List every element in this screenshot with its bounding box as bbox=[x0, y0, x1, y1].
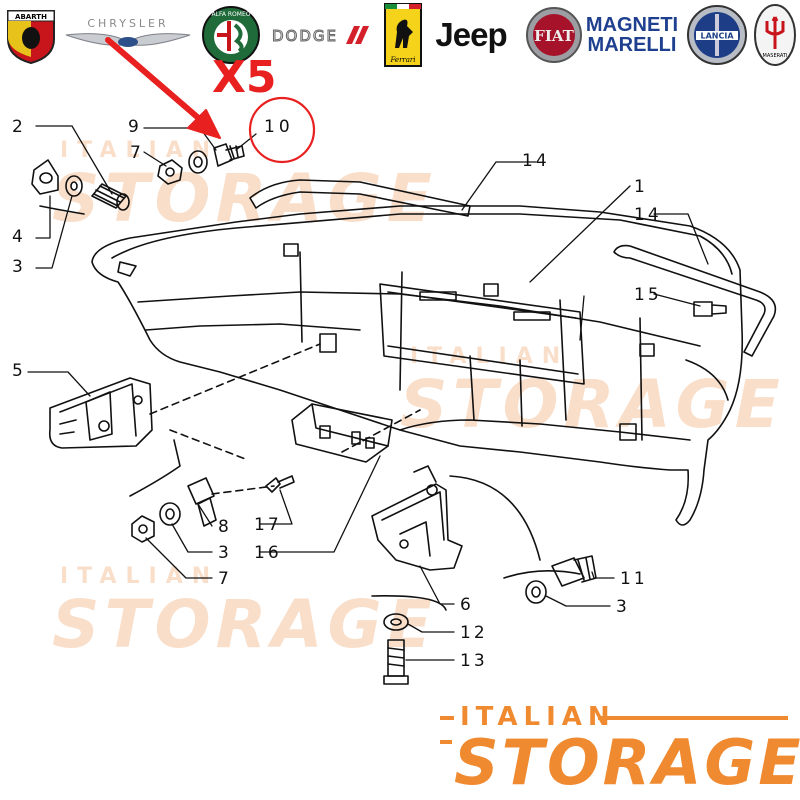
plate-light-16 bbox=[291, 403, 393, 463]
upper-seal-strip bbox=[249, 179, 471, 217]
callout-2: 2 bbox=[12, 117, 23, 137]
callout-17: 17 bbox=[254, 515, 282, 535]
assembly-dashed-lines bbox=[149, 343, 421, 495]
nut-7-top bbox=[157, 159, 183, 185]
callout-14-side: 14 bbox=[634, 205, 662, 225]
screw-17 bbox=[265, 475, 295, 493]
nut-7-lower bbox=[131, 515, 155, 543]
red-highlight-circle bbox=[248, 96, 316, 164]
cage-nut-4 bbox=[31, 159, 59, 195]
lower-mount-arc bbox=[371, 594, 447, 611]
bolt-8 bbox=[187, 477, 217, 527]
fiat-badge-icon: FIAT bbox=[526, 7, 582, 63]
callout-3-lower-left: 3 bbox=[218, 543, 229, 563]
leader-lines bbox=[27, 125, 709, 661]
callout-14-top: 14 bbox=[522, 151, 550, 171]
callout-13: 13 bbox=[460, 651, 488, 671]
brand-ferrari-label: Ferrari bbox=[389, 56, 415, 64]
brand-dodge: DODGE bbox=[266, 4, 376, 66]
callout-8: 8 bbox=[218, 517, 229, 537]
brand-magneti-label: MAGNETI bbox=[585, 14, 679, 36]
italian-storage-logo: ITALIAN STORAGE bbox=[440, 700, 800, 795]
screw-15 bbox=[693, 301, 727, 317]
brand-alfa-romeo: ALFA ROMEO bbox=[200, 4, 262, 66]
callout-1: 1 bbox=[634, 177, 645, 197]
maserati-trident-icon: MASERATI bbox=[754, 4, 796, 66]
brand-ferrari: Ferrari bbox=[382, 3, 424, 67]
callout-7-top: 7 bbox=[130, 143, 141, 163]
brand-marelli-label: MARELLI bbox=[587, 34, 677, 56]
logo-rule-right bbox=[598, 716, 788, 720]
brand-abarth-label: ABARTH bbox=[15, 13, 47, 21]
callout-5: 5 bbox=[12, 361, 23, 381]
brand-lancia: LANCIA bbox=[684, 4, 750, 66]
callout-3-right: 3 bbox=[616, 597, 627, 617]
quantity-label: X5 bbox=[212, 52, 277, 103]
brand-chrysler: CHRYSLER bbox=[62, 4, 194, 66]
bracket-6 bbox=[371, 465, 463, 571]
chrysler-wings-icon: CHRYSLER bbox=[65, 17, 191, 47]
brand-jeep: Jeep bbox=[428, 4, 514, 66]
logo-storage-text: STORAGE bbox=[454, 726, 800, 799]
callout-4: 4 bbox=[12, 227, 23, 247]
logo-rule-bottom bbox=[440, 740, 452, 744]
right-lower-line bbox=[503, 570, 581, 579]
callout-10: 10 bbox=[264, 117, 294, 137]
brand-maserati: MASERATI bbox=[752, 4, 798, 66]
highlight-annotation: X5 bbox=[105, 37, 316, 164]
left-bracket-line bbox=[39, 205, 85, 215]
bolt-11 bbox=[551, 555, 597, 587]
bracket-5 bbox=[48, 377, 153, 449]
brand-alfa-romeo-label: ALFA ROMEO bbox=[212, 11, 251, 18]
abarth-scorpion-badge-icon: ABARTH bbox=[7, 10, 55, 65]
logo-rule-left bbox=[440, 716, 454, 720]
side-seal-strip bbox=[613, 244, 777, 357]
right-mount-arc bbox=[449, 475, 541, 561]
callout-15: 15 bbox=[634, 285, 662, 305]
washer-3-right bbox=[525, 580, 547, 604]
brand-logo-bar: ABARTH CHRYSLER ALFA ROMEO bbox=[0, 0, 800, 70]
brand-magneti-marelli: MAGNETI MARELLI bbox=[586, 4, 678, 66]
brand-chrysler-label: CHRYSLER bbox=[87, 17, 168, 30]
brand-jeep-label: Jeep bbox=[435, 16, 507, 53]
callout-9: 9 bbox=[128, 117, 139, 137]
brand-abarth: ABARTH bbox=[2, 4, 60, 66]
bolt-2 bbox=[91, 183, 130, 211]
callout-3-left: 3 bbox=[12, 257, 23, 277]
red-arrow-shaft bbox=[105, 37, 213, 131]
washer-3-lower-left bbox=[159, 502, 181, 526]
lancia-badge-icon: LANCIA bbox=[687, 5, 747, 65]
brand-fiat: FIAT bbox=[524, 4, 584, 66]
brand-lancia-label: LANCIA bbox=[700, 32, 734, 41]
callout-16: 16 bbox=[254, 543, 282, 563]
screw-10 bbox=[213, 143, 245, 167]
red-arrow-head-icon bbox=[187, 109, 221, 139]
callout-12: 12 bbox=[460, 623, 488, 643]
callout-labels: 1 2 3 3 3 4 5 6 7 7 8 9 10 11 12 13 14 1… bbox=[12, 117, 662, 671]
bumper-shell bbox=[91, 205, 744, 526]
lower-left-mount-line bbox=[129, 439, 181, 497]
callout-7-lower: 7 bbox=[218, 569, 229, 589]
callout-11: 11 bbox=[620, 569, 648, 589]
washer-9 bbox=[188, 150, 208, 174]
logo-italian-text: ITALIAN bbox=[460, 702, 616, 732]
brand-fiat-label: FIAT bbox=[534, 27, 574, 45]
ferrari-horse-shield-icon: Ferrari bbox=[384, 3, 422, 67]
callout-6: 6 bbox=[460, 595, 471, 615]
brand-maserati-label: MASERATI bbox=[763, 53, 788, 59]
washer-12 bbox=[383, 613, 409, 631]
brand-dodge-label: DODGE bbox=[272, 27, 338, 45]
bolt-13 bbox=[383, 639, 409, 685]
dodge-stripes-icon: DODGE bbox=[272, 26, 369, 46]
washer-3-left bbox=[65, 175, 83, 197]
alfa-romeo-badge-icon: ALFA ROMEO bbox=[202, 6, 260, 64]
